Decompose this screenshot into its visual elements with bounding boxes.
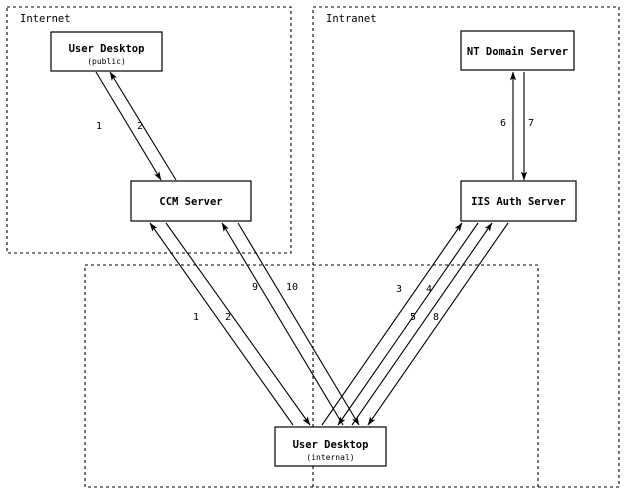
node-user-desktop-public[interactable]: User Desktop (public) — [50, 31, 163, 72]
flow-arrow-edge-8 — [367, 222, 509, 426]
node-title-user-desktop-public: User Desktop — [69, 43, 145, 55]
zone-boundaries: Internet Intranet — [6, 6, 620, 488]
zone-boundary-internal-lan — [84, 264, 539, 488]
node-title-iis-auth-server: IIS Auth Server — [471, 196, 566, 208]
edge-label-edge-9: 9 — [252, 282, 258, 293]
flow-arrows — [95, 71, 528, 426]
node-ccm-server[interactable]: CCM Server — [130, 180, 252, 222]
node-box-ccm-server — [130, 180, 252, 222]
edge-label-edge-6-nt: 6 — [500, 118, 506, 129]
node-title-nt-domain-server: NT Domain Server — [467, 46, 568, 58]
node-iis-auth-server[interactable]: IIS Auth Server — [460, 180, 577, 222]
edge-label-edge-7-nt: 7 — [528, 118, 534, 129]
flow-arrow-edge-10 — [237, 222, 360, 426]
flow-arrow-edge-2-public — [109, 71, 177, 181]
edge-label-edge-4: 4 — [426, 284, 432, 295]
zone-boundary-internet — [6, 6, 292, 254]
node-title-ccm-server: CCM Server — [159, 196, 222, 208]
edge-label-edge-10: 10 — [286, 282, 298, 293]
node-user-desktop-internal[interactable]: User Desktop (internal) — [274, 426, 387, 467]
edge-number-labels: 1 2 6 7 1 2 9 10 3 4 5 8 — [96, 118, 534, 323]
edge-label-edge-1-public: 1 — [96, 121, 102, 132]
node-subtitle-user-desktop-public: (public) — [87, 57, 126, 66]
flow-arrow-edge-4 — [337, 222, 479, 426]
flow-arrow-edge-9 — [221, 222, 344, 426]
flow-arrow-edge-5 — [351, 222, 493, 426]
edge-label-edge-8: 8 — [433, 312, 439, 323]
node-box-user-desktop-public — [50, 31, 163, 72]
edge-label-edge-3: 3 — [396, 284, 402, 295]
zone-label-internet: Internet — [20, 13, 71, 25]
node-box-user-desktop-internal — [274, 426, 387, 467]
zone-label-intranet: Intranet — [326, 13, 377, 25]
node-box-iis-auth-server — [460, 180, 577, 222]
edge-label-edge-2-internal: 2 — [225, 312, 231, 323]
node-title-user-desktop-internal: User Desktop — [293, 439, 369, 451]
edge-label-edge-2-public: 2 — [137, 121, 143, 132]
flow-arrow-edge-1-internal — [149, 222, 294, 426]
node-subtitle-user-desktop-internal: (internal) — [306, 453, 354, 462]
edge-label-edge-1-internal: 1 — [193, 312, 199, 323]
node-nt-domain-server[interactable]: NT Domain Server — [460, 30, 575, 71]
flow-arrow-edge-2-internal — [165, 222, 311, 426]
edge-label-edge-5: 5 — [410, 312, 416, 323]
node-boxes: User Desktop (public) CCM Server NT Domain … — [50, 30, 577, 467]
flow-arrow-edge-3 — [321, 222, 463, 426]
flow-arrow-edge-1-public — [95, 71, 162, 181]
node-box-nt-domain-server — [460, 30, 575, 71]
